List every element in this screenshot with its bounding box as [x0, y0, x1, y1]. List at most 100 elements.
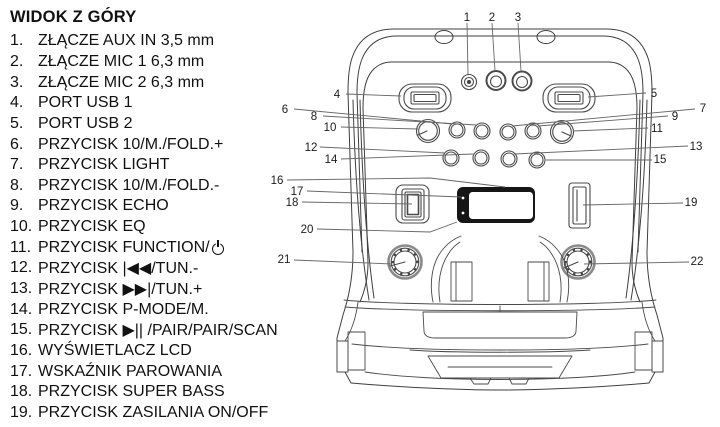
list-item: 2. ZŁĄCZE MIC 1 6,3 mm — [10, 52, 278, 73]
item-number: 13. — [10, 280, 33, 297]
item-number: 2. — [10, 52, 24, 70]
mic2-jack[interactable] — [511, 70, 533, 92]
screw-hole-right — [536, 30, 556, 44]
list-item: 5.PORT USB 2 — [10, 114, 278, 135]
callout-label: 12 — [305, 142, 318, 154]
list-item: 17. WSKAŹNIK PAROWANIA — [10, 361, 278, 382]
item-text: WSKAŹNIK PAROWANIA — [38, 362, 223, 380]
item-number: 6. — [10, 135, 24, 153]
callout-label: 2 — [489, 12, 495, 24]
callout-label: 20 — [301, 224, 314, 236]
item-text: PRZYCISK ZASILANIA ON/OFF — [38, 403, 269, 421]
callout-label: 4 — [334, 89, 341, 101]
screw-hole-left — [434, 30, 454, 44]
list-item: 12. PRZYCISK |◀◀/TUN.- — [10, 258, 278, 279]
base-foot-left — [347, 331, 366, 371]
item-text: PRZYCISK LIGHT — [38, 156, 170, 174]
item-number: 4. — [10, 94, 24, 112]
item-text: PORT USB 1 — [38, 94, 133, 112]
callout-label: 21 — [278, 254, 291, 266]
item-text: PRZYCISK ECHO — [38, 197, 169, 215]
callout-label: 14 — [325, 154, 338, 166]
item-number: 17. — [10, 362, 33, 380]
item-number: 15. — [10, 321, 33, 339]
button-echo[interactable] — [524, 122, 542, 140]
usb-port-1[interactable] — [398, 83, 452, 113]
usb-port-2[interactable] — [542, 83, 596, 113]
item-number: 3. — [10, 73, 24, 91]
callout-label: 5 — [651, 88, 657, 100]
item-text: ZŁĄCZE MIC 1 6,3 mm — [38, 52, 205, 70]
lcd-display — [457, 187, 535, 223]
item-number: 7. — [10, 156, 24, 174]
power-icon — [211, 242, 224, 255]
item-text: PRZYCISK ▶▶|/TUN.+ — [38, 281, 203, 298]
item-number: 8. — [10, 176, 24, 194]
item-text: PRZYCISK EQ — [38, 218, 146, 236]
callout-label: 11 — [651, 123, 663, 135]
button-next-tun-plus[interactable] — [500, 150, 518, 168]
callout-numbers: 1 2 3 4 5 6 7 8 9 10 11 12 13 14 15 16 1… — [271, 12, 707, 268]
list-item: 3.ZŁĄCZE MIC 2 6,3 mm — [10, 72, 278, 93]
item-text: PRZYCISK P-MODE/M. — [38, 300, 209, 318]
callout-label: 1 — [464, 12, 470, 24]
button-prev-tun-minus[interactable] — [442, 149, 460, 167]
base-foot-left-outer — [336, 340, 349, 373]
control-panel-outline — [359, 61, 641, 303]
handle-and-base — [336, 235, 664, 385]
mic1-jack[interactable] — [485, 70, 507, 91]
list-item: 8.PRZYCISK 10/M./FOLD.- — [10, 175, 278, 196]
list-item: 10. PRZYCISK EQ — [10, 217, 278, 238]
list-item: 15.PRZYCISK ▶|| /PAIR/PAIR/SCAN — [10, 320, 278, 341]
item-number: 19. — [10, 403, 33, 421]
button-fold-minus[interactable] — [473, 122, 491, 140]
item-number: 10. — [10, 218, 33, 236]
list-item: 16. WYŚWIETLACZ LCD — [10, 341, 278, 362]
page-title: WIDOK Z GÓRY — [10, 8, 137, 26]
callout-label: 3 — [515, 12, 521, 24]
body-inner-edge — [356, 35, 644, 253]
item-text: PRZYCISK |◀◀/TUN.- — [38, 260, 199, 278]
item-number: 16. — [10, 341, 33, 359]
item-text: ZŁĄCZE AUX IN 3,5 mm — [38, 32, 215, 50]
list-item: 7. PRZYCISK LIGHT — [10, 155, 278, 176]
base-foot-right — [634, 331, 653, 371]
button-play-pause-pair[interactable] — [528, 151, 546, 169]
callout-label: 9 — [672, 111, 678, 123]
pairing-indicator-led — [461, 196, 465, 200]
list-item: 4. PORT USB 1 — [10, 93, 278, 114]
callout-label: 6 — [282, 104, 288, 116]
knob-function[interactable] — [549, 119, 575, 145]
list-item: 11.PRZYCISK FUNCTION/ — [10, 237, 278, 258]
volume-knob-right[interactable] — [560, 244, 596, 280]
callout-label: 7 — [700, 103, 706, 115]
item-number: 11. — [10, 238, 32, 256]
volume-knob-left[interactable] — [387, 244, 423, 280]
power-on-off-switch[interactable] — [568, 182, 591, 229]
item-text: PRZYCISK 10/M./FOLD.+ — [38, 135, 224, 153]
callout-label: 18 — [286, 197, 299, 209]
list-item: 9.PRZYCISK ECHO — [10, 196, 278, 217]
base-foot-right-outer — [651, 340, 664, 373]
callout-label: 15 — [654, 154, 667, 166]
item-number: 18. — [10, 383, 33, 401]
item-text: PRZYCISK SUPER BASS — [38, 383, 225, 401]
callout-label: 10 — [324, 122, 337, 134]
aux-in-jack[interactable] — [460, 73, 478, 91]
list-item: 14.PRZYCISK P-MODE/M. — [10, 299, 278, 320]
callout-label: 16 — [271, 175, 284, 187]
side-seam-left — [352, 99, 375, 301]
callout-label: 17 — [291, 186, 304, 198]
button-light[interactable] — [499, 123, 517, 141]
list-item: 1. ZŁĄCZE AUX IN 3,5 mm — [10, 31, 278, 52]
indicator-led — [461, 211, 465, 215]
button-pmode[interactable] — [472, 149, 490, 167]
parts-list: WIDOK Z GÓRY 1. ZŁĄCZE AUX IN 3,5 mm 2. ZŁ… — [10, 8, 278, 423]
front-bumper — [427, 355, 573, 379]
item-text: WYŚWIETLACZ LCD — [38, 341, 192, 359]
item-number: 1. — [10, 32, 24, 50]
item-text: PORT USB 2 — [38, 114, 133, 132]
list-item: 13. PRZYCISK ▶▶|/TUN.+ — [10, 279, 278, 300]
item-number: 12. — [10, 259, 33, 277]
